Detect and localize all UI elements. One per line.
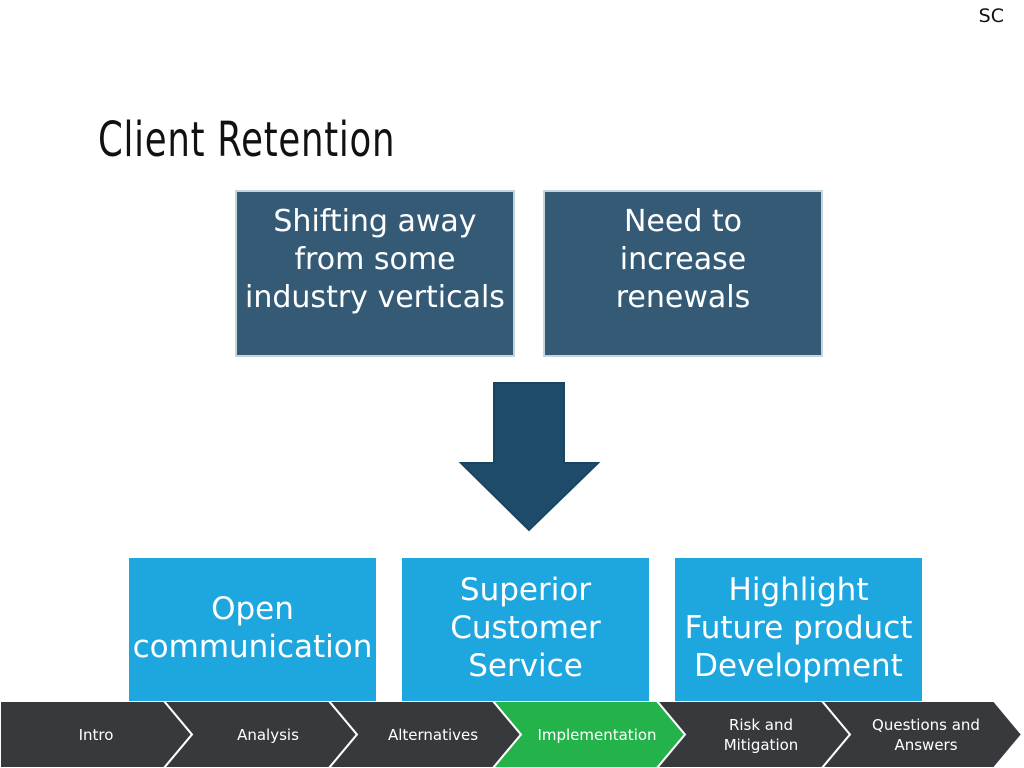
- down-arrow-icon: [458, 382, 601, 532]
- nav-item-alternatives[interactable]: Alternatives: [387, 725, 479, 744]
- corner-label: SC: [978, 5, 1004, 27]
- nav-chevrons: [0, 701, 1024, 768]
- nav-chevron-questions[interactable]: [820, 701, 1024, 768]
- solution-box-customer-service: Superior Customer Service: [402, 558, 649, 703]
- nav-item-intro[interactable]: Intro: [78, 725, 114, 744]
- challenge-box-renewals: Need to increase renewals: [543, 190, 823, 357]
- solution-box-open-communication: Open communication: [129, 558, 376, 703]
- challenge-box-verticals: Shifting away from some industry vertica…: [235, 190, 515, 357]
- nav-chevron-analysis[interactable]: [162, 701, 359, 768]
- section-navigation: Intro Analysis Alternatives Implementati…: [0, 701, 1024, 768]
- slide-title: Client Retention: [98, 112, 396, 168]
- nav-item-analysis[interactable]: Analysis: [237, 725, 299, 744]
- nav-item-implementation[interactable]: Implementation: [537, 725, 657, 744]
- nav-chevron-implementation[interactable]: [491, 701, 687, 768]
- nav-chevron-risk[interactable]: [655, 701, 852, 768]
- solution-box-product-development: Highlight Future product Development: [675, 558, 922, 703]
- nav-item-risk-and-mitigation[interactable]: Risk and Mitigation: [723, 715, 799, 754]
- nav-item-questions-and-answers[interactable]: Questions and Answers: [872, 715, 980, 754]
- nav-chevron-alternatives[interactable]: [327, 701, 523, 768]
